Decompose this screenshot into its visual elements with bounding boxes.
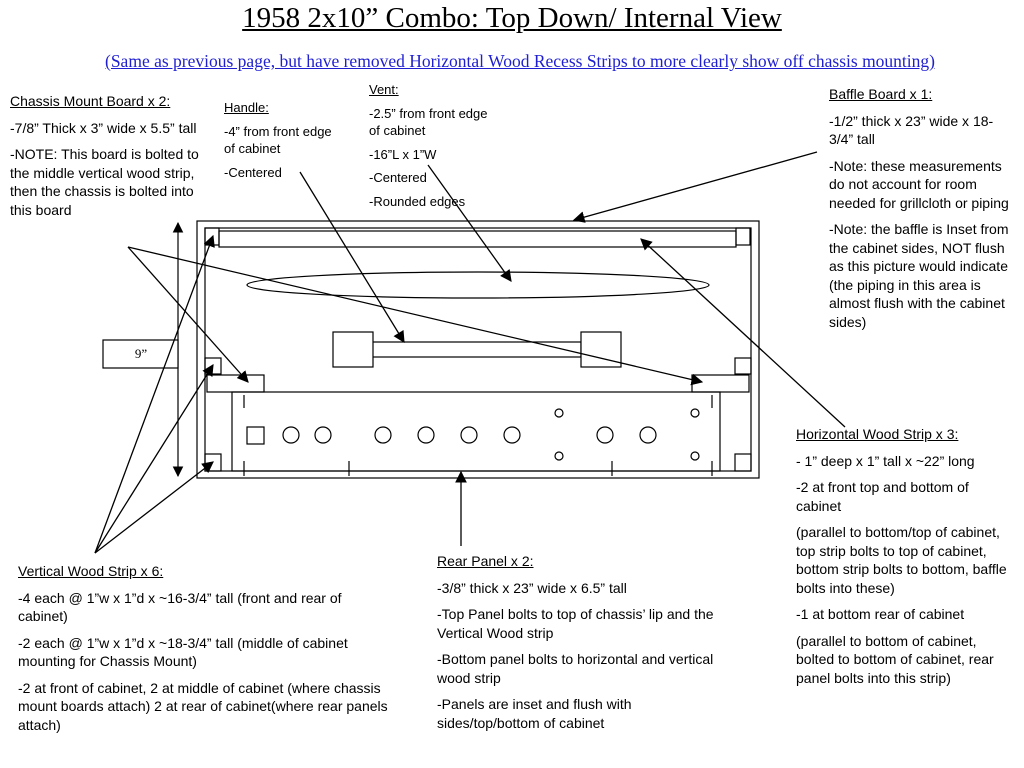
vent <box>246 271 710 299</box>
note-line: -1 at bottom rear of cabinet <box>796 606 965 622</box>
arrow-handle <box>299 171 405 343</box>
vertical-strip-front-right <box>735 227 751 246</box>
note-vertical-wood-strip: Vertical Wood Strip x 6: -4 each @ 1”w x… <box>18 562 390 742</box>
chassis <box>231 391 721 472</box>
note-heading: Chassis Mount Board x 2: <box>10 93 171 109</box>
note-line: -Note: these measurements do not account… <box>829 157 1009 211</box>
chassis-knob <box>596 426 614 444</box>
chassis-knob <box>460 426 478 444</box>
note-line: (parallel to bottom/top of cabinet, top … <box>796 524 1007 596</box>
note-baffle-board: Baffle Board x 1: -1/2” thick x 23” wide… <box>829 85 1015 339</box>
note-line: -Rounded edges <box>369 193 466 209</box>
note-line: -4” from front edge of cabinet <box>224 123 332 157</box>
note-line: -Top Panel bolts to top of chassis’ lip … <box>437 606 714 641</box>
arrow-baffle <box>572 151 818 223</box>
note-line: -NOTE: This board is bolted to the middl… <box>10 146 199 218</box>
note-line: -2 each @ 1”w x 1”d x ~18-3/4” tall (mid… <box>18 634 348 670</box>
chassis-knob <box>314 426 332 444</box>
note-heading: Vent: <box>369 82 399 97</box>
note-line: -4 each @ 1”w x 1”d x ~16-3/4” tall (fro… <box>18 589 342 625</box>
note-line: -2 at front top and bottom of cabinet <box>796 479 969 514</box>
page-title: 1958 2x10” Combo: Top Down/ Internal Vie… <box>242 2 782 34</box>
note-handle: Handle: -4” from front edge of cabinet -… <box>224 99 336 187</box>
note-rear-panel: Rear Panel x 2: -3/8” thick x 23” wide x… <box>437 552 733 740</box>
dimension-label: 9” <box>135 346 148 361</box>
note-heading: Handle: <box>224 100 269 115</box>
chassis-knob <box>639 426 657 444</box>
handle-mount-left <box>332 331 374 368</box>
chassis-bolt-hole <box>554 451 564 461</box>
note-vent: Vent: -2.5” from front edge of cabinet -… <box>369 81 499 216</box>
note-line: -16”L x 1”W <box>369 146 437 162</box>
chassis-knob <box>374 426 392 444</box>
arrow-vertical-strip-2 <box>94 364 214 554</box>
note-line: - 1” deep x 1” tall x ~22” long <box>796 452 975 469</box>
vertical-strip-middle-right <box>734 357 752 375</box>
chassis-bolt-hole <box>690 408 700 418</box>
note-heading: Rear Panel x 2: <box>437 553 534 569</box>
chassis-switch <box>246 426 265 445</box>
note-line: -7/8” Thick x 3” wide x 5.5” tall <box>10 119 197 136</box>
note-line: -Note: the baffle is Inset from the cabi… <box>829 221 1009 330</box>
arrow-chassis-mount-left <box>127 246 249 383</box>
note-horizontal-wood-strip: Horizontal Wood Strip x 3: - 1” deep x 1… <box>796 425 1016 695</box>
page-subtitle: (Same as previous page, but have removed… <box>105 51 935 71</box>
note-line: -3/8” thick x 23” wide x 6.5” tall <box>437 579 627 596</box>
note-chassis-mount-board: Chassis Mount Board x 2: -7/8” Thick x 3… <box>10 92 208 227</box>
note-line: -Bottom panel bolts to horizontal and ve… <box>437 651 714 686</box>
arrow-chassis-mount-right <box>127 246 704 386</box>
note-heading: Horizontal Wood Strip x 3: <box>796 426 959 442</box>
note-line: -Centered <box>224 164 282 180</box>
note-line: -1/2” thick x 23” wide x 18-3/4” tall <box>829 112 994 148</box>
note-line: (parallel to bottom of cabinet, bolted t… <box>796 632 994 686</box>
arrow-vertical-strip-1 <box>94 234 215 554</box>
arrow-vertical-strip-3 <box>94 461 214 554</box>
cabinet-outer-outline <box>196 220 760 479</box>
chassis-knob <box>503 426 521 444</box>
arrow-vent <box>427 164 512 282</box>
arrow-horizontal-strip <box>640 238 846 428</box>
dimension-label-box <box>102 339 179 369</box>
chassis-bolt-hole <box>690 451 700 461</box>
chassis-bolt-hole <box>554 408 564 418</box>
note-line: -2 at front of cabinet, 2 at middle of c… <box>18 679 388 733</box>
note-line: -Panels are inset and flush with sides/t… <box>437 696 632 731</box>
note-line: -2.5” from front edge of cabinet <box>369 105 488 139</box>
vertical-strip-rear-right <box>734 453 752 472</box>
note-heading: Baffle Board x 1: <box>829 86 933 102</box>
chassis-knob <box>417 426 435 444</box>
note-heading: Vertical Wood Strip x 6: <box>18 563 164 579</box>
chassis-knob <box>282 426 300 444</box>
note-line: -Centered <box>369 170 427 185</box>
